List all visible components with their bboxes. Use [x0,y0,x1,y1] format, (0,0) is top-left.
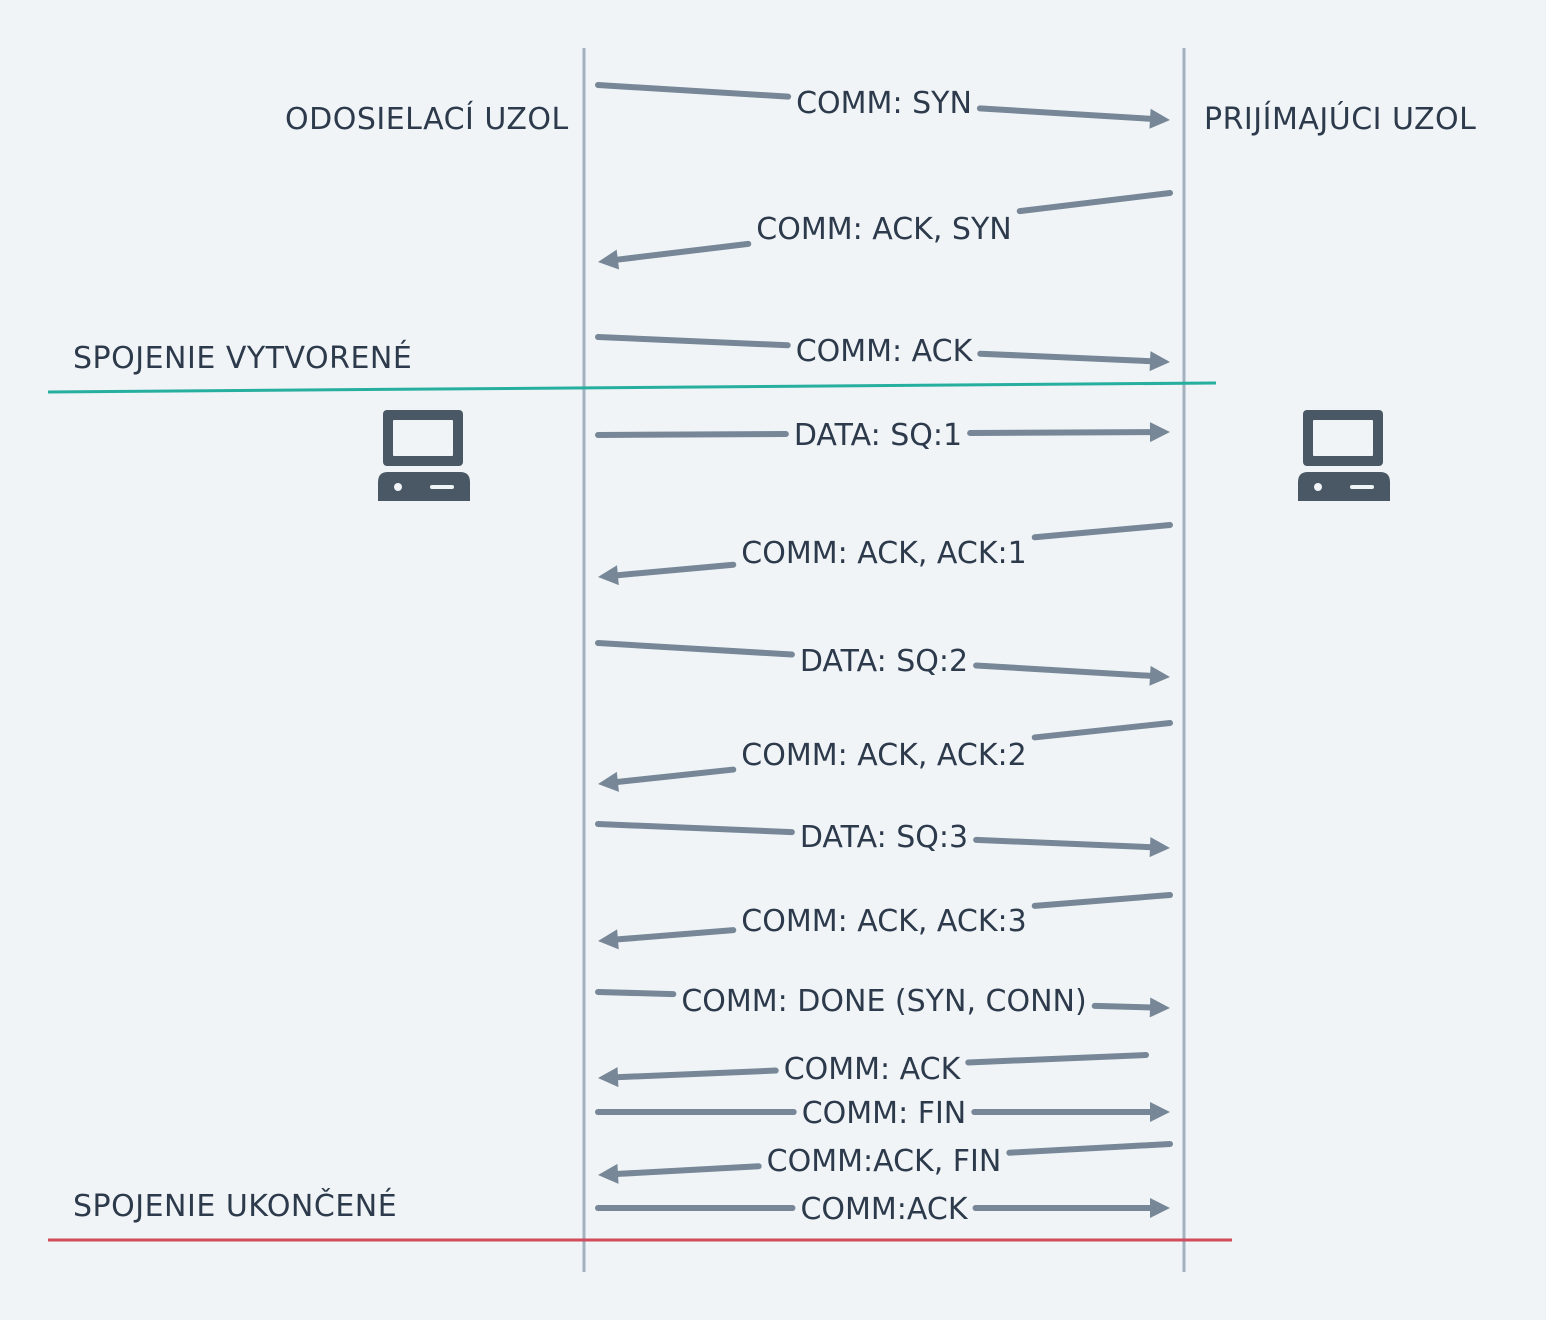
message-arrow-segment [595,821,795,836]
message-arrow-segment [967,429,1155,437]
message-arrow-segment [973,662,1155,679]
arrowhead [598,929,619,950]
message-arrow-segment [595,431,789,438]
message-label: DATA: SQ:3 [800,820,968,855]
message-label: COMM: ACK, ACK:2 [741,738,1026,773]
message-label: COMM: ACK [796,334,974,369]
sender-node-label: ODOSIELACÍ UZOL [285,102,569,137]
message-label: COMM:ACK, FIN [767,1144,1002,1179]
connection-established-line [47,381,1217,394]
message-arrow-segment [613,927,737,943]
arrowhead [1150,1102,1170,1122]
message-arrow-segment [595,640,795,658]
arrowhead [1149,997,1170,1018]
arrowhead [598,771,619,792]
messages-group: COMM: SYN COMM: ACK, SYN COMM: ACK DATA: SQ… [595,82,1173,1227]
message-label: DATA: SQ:2 [800,644,968,679]
arrowhead [1149,422,1170,443]
connection-terminated-label: SPOJENIE UKONČENÉ [73,1189,398,1224]
message-label: COMM: ACK, ACK:3 [741,904,1026,939]
message-arrow-segment [613,561,737,579]
message-label: COMM: ACK [784,1052,962,1087]
message-arrow-segment [613,766,737,786]
message-arrow-segment [595,989,677,998]
message-arrow-segment [613,240,752,263]
message-label: COMM: FIN [802,1096,967,1131]
message-label: DATA: SQ:1 [794,418,962,453]
connection-established-label: SPOJENIE VYTVORENÉ [73,341,413,376]
arrowhead [1149,665,1170,686]
message-arrow-segment [613,1163,762,1178]
message-label: COMM: DONE (SYN, CONN) [681,984,1086,1019]
message-arrow-segment [1031,720,1173,741]
arrowhead [1150,1198,1170,1218]
message-arrow-segment [1091,1002,1155,1011]
message-arrow-segment [595,82,792,100]
receiver-node-label: PRIJÍMAJÚCI UZOL [1204,102,1477,137]
message-label: COMM: ACK, SYN [756,212,1011,247]
message-arrow-segment [1031,892,1173,909]
arrowhead [598,249,620,270]
message-arrow-segment [613,1067,779,1081]
message-label: COMM: ACK, ACK:1 [741,536,1026,571]
message-arrow-segment [595,334,791,349]
message-arrow-segment [1031,522,1173,541]
message-arrow-segment [965,1052,1149,1066]
message-arrow-segment [1006,1141,1173,1156]
sender-computer-icon [378,410,470,501]
message-label: COMM:ACK [800,1192,968,1227]
message-arrow-segment [1016,190,1173,215]
arrowhead [1149,837,1170,858]
message-label: COMM: SYN [796,86,972,121]
message-arrow-segment [977,350,1155,365]
receiver-computer-icon [1298,410,1390,501]
arrowhead [1149,351,1170,372]
message-arrow-segment [976,105,1155,122]
arrowhead [598,1067,619,1088]
arrowhead [598,1163,619,1184]
arrowhead [1149,108,1170,129]
message-arrow-segment [973,836,1155,851]
arrowhead [598,565,619,586]
